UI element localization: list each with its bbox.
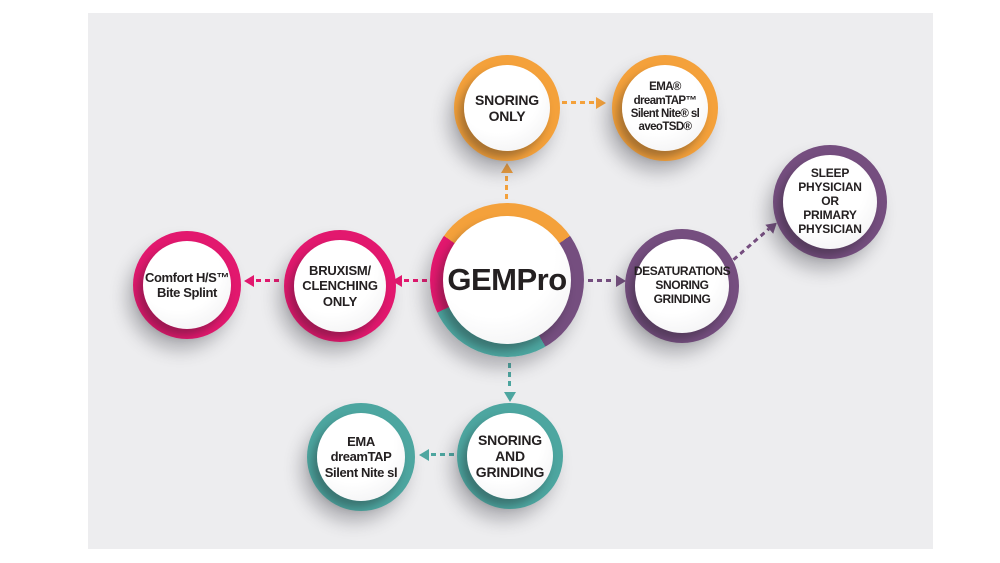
- node-gempro-label: GEMPro: [447, 262, 567, 298]
- label-line: PHYSICIAN: [798, 221, 862, 236]
- arrow-center-to-snoring-only: [505, 176, 508, 203]
- arrowhead-up-icon: [501, 163, 513, 173]
- label-line: PRIMARY: [803, 207, 857, 222]
- node-gempro-face: GEMPro: [443, 216, 571, 344]
- label-line: GRINDING: [475, 464, 545, 481]
- node-sleep-physician-label: SLEEP PHYSICIAN OR PRIMARY PHYSICIAN: [798, 166, 862, 237]
- node-gempro: GEMPro: [430, 203, 584, 357]
- label-line: PHYSICIAN: [798, 180, 862, 195]
- label-line: dreamTAP: [330, 449, 392, 465]
- arrow-bruxism-to-comfort: [256, 279, 282, 282]
- node-ema-aveo: EMA® dreamTAP™ Silent Nite® sl aveoTSD®: [612, 55, 718, 161]
- arrowhead-left-icon: [244, 275, 254, 287]
- arrowhead-right-icon: [596, 97, 606, 109]
- arrow-center-to-snoring-grinding: [508, 363, 511, 390]
- label-line: ONLY: [488, 108, 526, 124]
- arrowhead-left-icon: [392, 275, 402, 287]
- label-line: Silent Nite sl: [324, 464, 398, 480]
- label-line: BRUXISM/: [309, 263, 371, 279]
- label-line: GRINDING: [653, 291, 711, 306]
- label-line: SNORING: [475, 91, 539, 108]
- label-line: SLEEP: [810, 166, 850, 181]
- node-bruxism-label: BRUXISM/ CLENCHING ONLY: [302, 263, 378, 309]
- node-snoring-grinding-face: SNORING AND GRINDING: [467, 413, 553, 499]
- arrow-snoring-grinding-to-ema: [431, 453, 455, 456]
- node-desaturations-label: DESATURATIONS SNORING GRINDING: [633, 264, 731, 307]
- node-snoring-only-label: SNORING ONLY: [475, 92, 539, 124]
- arrow-center-to-bruxism: [404, 279, 430, 282]
- node-ema-aveo-face: EMA® dreamTAP™ Silent Nite® sl aveoTSD®: [622, 65, 708, 151]
- arrow-snoring-only-to-ema: [562, 101, 595, 104]
- node-comfort-bite-splint-face: Comfort H/S™ Bite Splint: [143, 241, 231, 329]
- label-line: Bite Splint: [157, 285, 217, 300]
- node-snoring-only: SNORING ONLY: [454, 55, 560, 161]
- node-ema-aveo-label: EMA® dreamTAP™ Silent Nite® sl aveoTSD®: [631, 81, 700, 134]
- node-snoring-grinding: SNORING AND GRINDING: [457, 403, 563, 509]
- label-line: EMA: [347, 434, 375, 450]
- arrowhead-down-icon: [504, 392, 516, 402]
- node-comfort-bite-splint-label: Comfort H/S™ Bite Splint: [145, 270, 229, 300]
- node-desaturations-face: DESATURATIONS SNORING GRINDING: [633, 239, 731, 333]
- label-line: Silent Nite® sl: [630, 108, 700, 120]
- label-line: OR: [821, 194, 839, 209]
- label-line: GEMPro: [447, 262, 567, 298]
- label-line: Comfort H/S™: [144, 269, 230, 285]
- label-line: dreamTAP™: [633, 94, 697, 107]
- node-ema-dreamtap: EMA dreamTAP Silent Nite sl: [307, 403, 415, 511]
- node-ema-dreamtap-label: EMA dreamTAP Silent Nite sl: [324, 434, 398, 480]
- arrowhead-right-icon: [616, 275, 626, 287]
- label-line: SNORING: [478, 431, 542, 448]
- arrow-center-to-desaturations: [588, 279, 615, 282]
- label-line: SNORING: [655, 278, 709, 293]
- arrowhead-left-icon: [419, 449, 429, 461]
- node-bruxism: BRUXISM/ CLENCHING ONLY: [284, 230, 396, 342]
- label-line: aveoTSD®: [638, 121, 692, 134]
- node-bruxism-face: BRUXISM/ CLENCHING ONLY: [294, 240, 386, 332]
- node-desaturations: DESATURATIONS SNORING GRINDING: [625, 229, 739, 343]
- node-sleep-physician-face: SLEEP PHYSICIAN OR PRIMARY PHYSICIAN: [783, 155, 877, 249]
- node-comfort-bite-splint: Comfort H/S™ Bite Splint: [133, 231, 241, 339]
- label-line: EMA®: [649, 81, 681, 94]
- label-line: DESATURATIONS: [633, 264, 731, 279]
- label-line: AND: [495, 447, 525, 464]
- label-line: CLENCHING: [302, 278, 378, 294]
- node-ema-dreamtap-face: EMA dreamTAP Silent Nite sl: [317, 413, 405, 501]
- label-line: ONLY: [322, 293, 358, 309]
- node-sleep-physician: SLEEP PHYSICIAN OR PRIMARY PHYSICIAN: [773, 145, 887, 259]
- node-snoring-only-face: SNORING ONLY: [464, 65, 550, 151]
- node-snoring-grinding-label: SNORING AND GRINDING: [475, 431, 545, 481]
